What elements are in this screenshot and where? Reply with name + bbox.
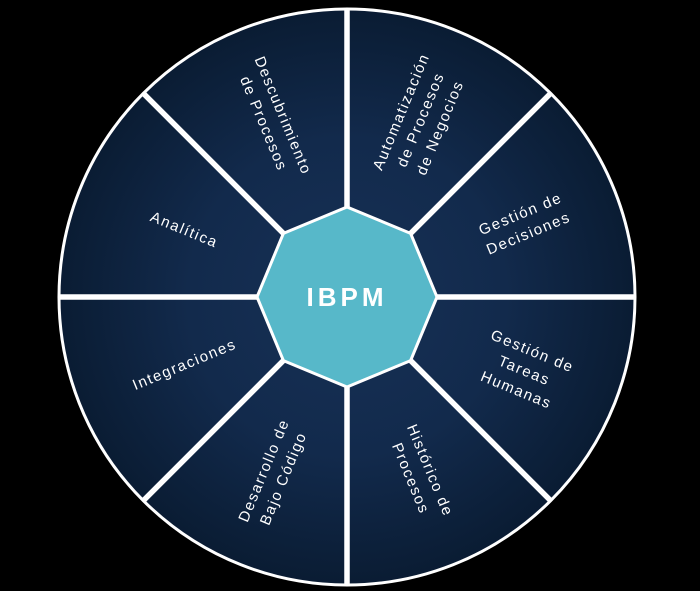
center-octagon (255, 205, 439, 389)
divider-line (407, 357, 552, 502)
divider-line (407, 92, 552, 237)
center-label: IBPM (307, 282, 388, 312)
divider-line (142, 357, 287, 502)
divider-lines (60, 10, 634, 584)
divider-line (142, 92, 287, 237)
